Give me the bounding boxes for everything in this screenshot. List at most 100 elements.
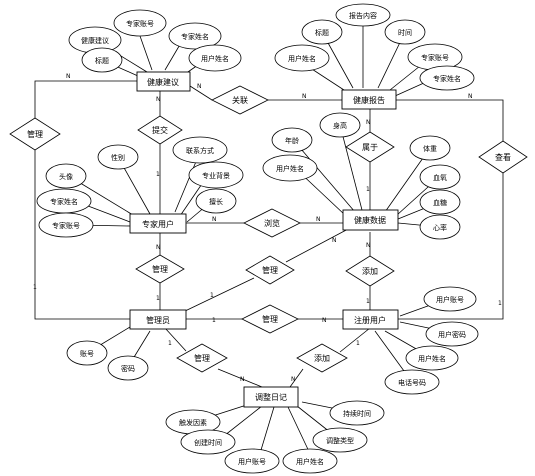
relationship-label: 管理 xyxy=(194,353,210,363)
relationship-associate: 关联 xyxy=(211,85,269,115)
attribute-ellipse: 触发因素 xyxy=(165,409,221,435)
attribute-label: 专家姓名 xyxy=(50,197,78,206)
entity-user: 注册用户 xyxy=(342,309,399,330)
cardinality-label: 1 xyxy=(498,300,502,307)
attribute-ellipse: 专业背景 xyxy=(188,161,244,189)
cardinality-label: 1 xyxy=(210,292,214,299)
cardinality-label: 1 xyxy=(366,186,370,193)
relationship-label: 提交 xyxy=(152,125,168,135)
attribute-label: 标题 xyxy=(95,56,109,65)
cardinality-label: N xyxy=(366,242,371,249)
attribute-label: 用户姓名 xyxy=(418,354,446,363)
entity-log: 调整日记 xyxy=(243,386,299,408)
attribute-label: 用户账号 xyxy=(436,295,464,304)
attribute-label: 头像 xyxy=(59,172,73,181)
cardinality-label: N xyxy=(156,96,161,103)
attribute-ellipse: 密码 xyxy=(107,355,149,381)
relationship-manage-expert: 管理 xyxy=(135,254,185,284)
attribute-ellipse: 用户账号 xyxy=(423,286,477,312)
attribute-label: 持续时间 xyxy=(343,409,371,418)
cardinality-label: N xyxy=(240,376,245,383)
relationship-add-data: 添加 xyxy=(345,255,395,287)
attribute-ellipse: 用户密码 xyxy=(425,321,479,347)
attribute-group-report: 报告内容 标题 时间 用户姓名 专家账号 专家姓名 xyxy=(274,3,475,91)
attribute-ellipse: 用户姓名 xyxy=(274,44,330,72)
relationship-label: 添加 xyxy=(362,266,378,276)
attribute-label: 用户账号 xyxy=(238,457,266,466)
entity-label: 注册用户 xyxy=(354,315,386,325)
attribute-label: 用户密码 xyxy=(438,330,466,339)
attribute-label: 年龄 xyxy=(285,136,299,145)
attribute-group-admin: 账号 密码 xyxy=(66,340,149,381)
attribute-label: 标题 xyxy=(315,28,329,37)
relationship-label: 属于 xyxy=(362,143,378,152)
attribute-ellipse: 电话号码 xyxy=(384,369,440,395)
attribute-label: 调整类型 xyxy=(326,436,354,445)
attribute-ellipse: 联系方式 xyxy=(172,136,228,164)
relationship-manage-advice: 管理 xyxy=(9,117,61,151)
attribute-group-log: 触发因素 持续时间 创建时间 调整类型 用户账号 用户姓名 xyxy=(165,400,385,474)
cardinality-label: N xyxy=(291,376,296,383)
cardinality-label: N xyxy=(197,83,202,90)
attribute-label: 专家账号 xyxy=(52,221,80,230)
attribute-label: 身高 xyxy=(333,121,347,130)
relationship-label: 关联 xyxy=(232,95,248,105)
cardinality-label: 1 xyxy=(156,295,160,302)
attribute-label: 用户姓名 xyxy=(288,54,316,63)
attribute-label: 性别 xyxy=(111,153,125,162)
attribute-label: 联系方式 xyxy=(186,146,214,155)
attribute-ellipse: 专家账号 xyxy=(38,212,94,238)
attribute-label: 创建时间 xyxy=(194,438,222,447)
attribute-label: 密码 xyxy=(121,364,135,373)
relationship-manage-data: 管理 xyxy=(245,255,295,285)
attribute-label: 体重 xyxy=(423,144,437,153)
entity-admin: 管理员 xyxy=(129,309,187,330)
relationship-label: 查看 xyxy=(495,152,511,162)
entity-advice: 健康建议 xyxy=(136,71,191,92)
attribute-label: 专业背景 xyxy=(202,171,230,180)
entity-expert: 专家用户 xyxy=(129,213,187,234)
attribute-label: 专家姓名 xyxy=(433,74,461,83)
relationship-label: 管理 xyxy=(262,265,278,275)
attribute-group-expert: 性别 联系方式 头像 专业背景 专家姓名 擅长 专家账号 xyxy=(36,136,244,238)
attribute-ellipse: 时间 xyxy=(384,19,426,45)
cardinality-label: 1 xyxy=(366,298,370,305)
relationship-label: 浏览 xyxy=(264,218,280,228)
attribute-ellipse: 健康建议 xyxy=(68,26,122,54)
attribute-ellipse: 报告内容 xyxy=(335,3,391,27)
attribute-group-advice: 专家账号 健康建议 专家姓名 标题 用户姓名 xyxy=(68,9,242,73)
attribute-label: 健康建议 xyxy=(81,36,109,45)
attribute-ellipse: 血氧 xyxy=(419,164,461,190)
entity-label: 调整日记 xyxy=(255,392,287,402)
cardinality-label: 1 xyxy=(356,340,360,347)
entity-label: 健康报告 xyxy=(353,95,385,105)
cardinality-label: N xyxy=(468,93,473,100)
attribute-label: 触发因素 xyxy=(179,418,207,427)
attribute-ellipse: 擅长 xyxy=(195,188,237,214)
attribute-label: 用户姓名 xyxy=(201,54,229,63)
cardinality-label: N xyxy=(212,216,217,223)
cardinality-label: 1 xyxy=(212,317,216,324)
cardinality-label: 1 xyxy=(33,284,37,291)
attribute-ellipse: 用户姓名 xyxy=(262,154,318,182)
attribute-label: 心率 xyxy=(433,223,447,232)
attribute-ellipse: 标题 xyxy=(81,47,123,73)
attribute-ellipse: 专家账号 xyxy=(113,9,167,37)
attribute-ellipse: 持续时间 xyxy=(329,400,385,426)
attribute-ellipse: 心率 xyxy=(419,214,461,240)
attribute-ellipse: 用户账号 xyxy=(224,448,280,474)
relationship-label: 管理 xyxy=(262,314,278,324)
attribute-label: 账号 xyxy=(80,349,94,358)
attribute-ellipse: 用户姓名 xyxy=(188,44,242,72)
attribute-group-user: 用户账号 用户密码 用户姓名 电话号码 xyxy=(384,286,479,395)
entity-label: 健康建议 xyxy=(147,77,179,87)
cardinality-label: N xyxy=(332,237,337,244)
cardinality-label: N xyxy=(322,317,327,324)
relationship-belongs: 属于 xyxy=(345,131,395,163)
attribute-ellipse: 调整类型 xyxy=(312,427,368,453)
relationship-label: 添加 xyxy=(314,353,330,363)
attribute-ellipse: 用户姓名 xyxy=(282,448,338,474)
cardinality-label: N xyxy=(302,93,307,100)
attribute-label: 血氧 xyxy=(433,173,447,182)
